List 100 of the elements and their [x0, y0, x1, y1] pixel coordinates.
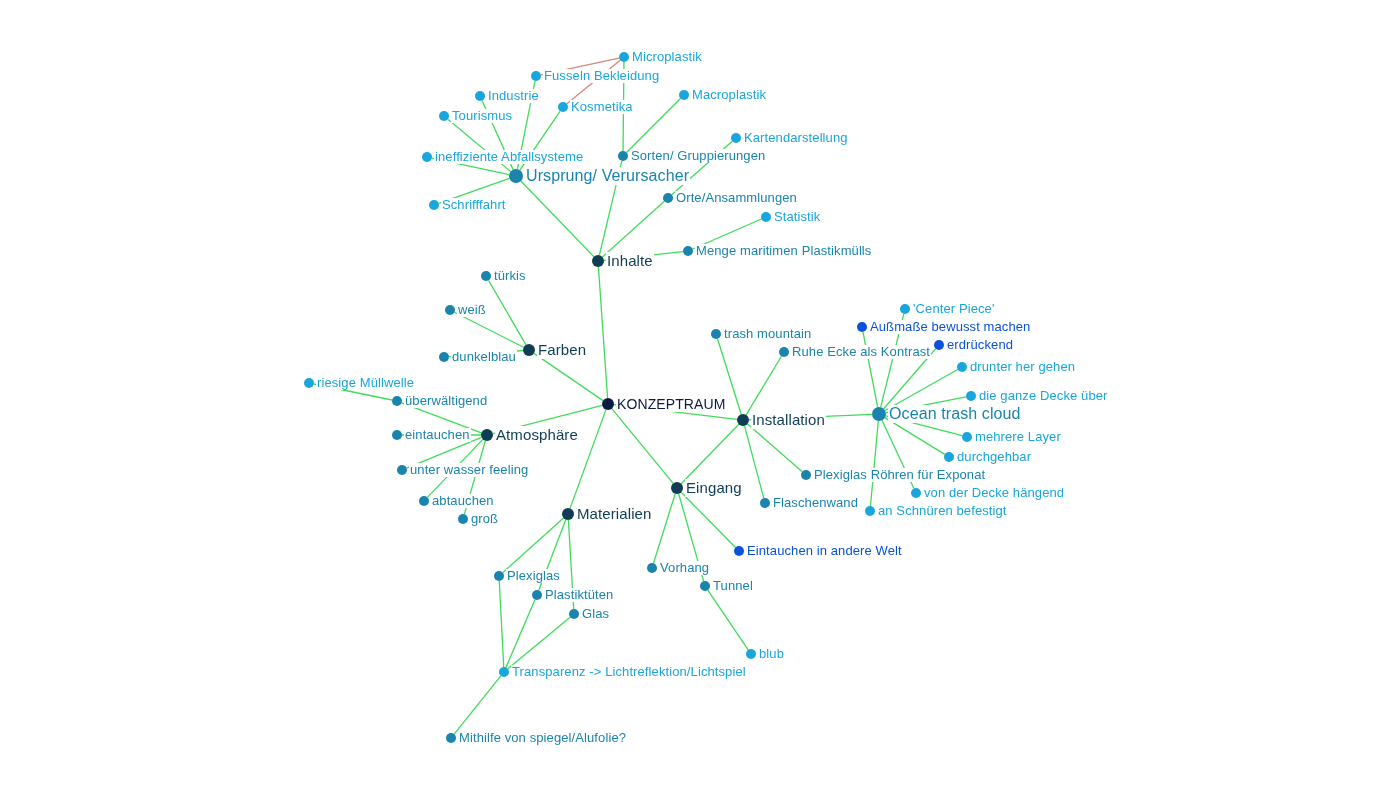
topic-dot: [647, 563, 657, 573]
topic-dot: [392, 430, 402, 440]
connector-line: [505, 598, 536, 669]
connector-line: [597, 266, 609, 399]
topic-dot: [531, 71, 541, 81]
topic-dot: [439, 352, 449, 362]
topic-dot: [683, 246, 693, 256]
topic-dot: [911, 488, 921, 498]
topic-dot: [475, 91, 485, 101]
connector-line: [520, 180, 595, 258]
topic-dot: [663, 193, 673, 203]
topic-label: Atmosphäre: [495, 426, 579, 444]
topic-dot: [446, 733, 456, 743]
topic-dot: [445, 305, 455, 315]
topic-label: Sorten/ Gruppierungen: [630, 148, 767, 164]
topic-label: Kartendarstellung: [743, 130, 849, 146]
topic-dot: [944, 452, 954, 462]
topic-dot: [481, 429, 493, 441]
connector-line: [533, 352, 604, 402]
topic-label: Microplastik: [631, 49, 703, 65]
topic-dot: [966, 391, 976, 401]
topic-label: Eingang: [685, 479, 743, 497]
topic-label: mehrere Layer: [974, 429, 1062, 445]
connector-line: [401, 402, 483, 434]
connector-line: [746, 423, 803, 473]
topic-label: Macroplastik: [691, 87, 768, 103]
topic-dot: [439, 111, 449, 121]
topic-dot: [700, 581, 710, 591]
connector-line: [507, 616, 571, 670]
topic-label: Menge maritimen Plastikmülls: [695, 243, 873, 259]
topic-label: durchgehbar: [956, 449, 1033, 465]
topic-label: Außmaße bewusst machen: [869, 319, 1032, 335]
topic-label: Farben: [537, 341, 588, 359]
topic-dot: [746, 649, 756, 659]
connector-line: [567, 519, 575, 610]
topic-label: Fusseln Bekleidung: [543, 68, 661, 84]
topic-label: ineffiziente Abfallsysteme: [434, 149, 585, 165]
connector-line: [625, 97, 682, 154]
topic-dot: [481, 271, 491, 281]
topic-dot: [392, 396, 402, 406]
topic-dot: [419, 496, 429, 506]
connector-line: [680, 491, 737, 549]
topic-label: Industrie: [487, 88, 540, 104]
topic-label: riesige Müllwelle: [316, 375, 416, 391]
topic-dot: [731, 133, 741, 143]
connector-line: [652, 493, 676, 564]
topic-label: Plastiktüten: [544, 587, 615, 603]
topic-dot: [562, 508, 574, 520]
topic-dot: [872, 407, 886, 421]
connector-line: [487, 279, 527, 346]
topic-label: Transparenz -> Lichtreflektion/Lichtspiel: [511, 664, 747, 680]
topic-dot: [779, 347, 789, 357]
connector-line: [743, 425, 765, 499]
connector-line: [601, 200, 665, 258]
topic-dot: [857, 322, 867, 332]
topic-dot: [509, 169, 523, 183]
connector-line: [405, 436, 483, 469]
connector-line: [882, 348, 937, 410]
connector-line: [745, 355, 783, 416]
topic-dot: [618, 151, 628, 161]
connector-line: [707, 589, 749, 651]
topic-dot: [734, 546, 744, 556]
connector-line: [716, 338, 742, 415]
connector-line: [884, 417, 946, 456]
topic-dot: [619, 52, 629, 62]
connector-line: [502, 517, 565, 574]
topic-dot: [429, 200, 439, 210]
connector-line: [611, 408, 674, 484]
topic-dot: [679, 90, 689, 100]
topic-label: überwältigend: [404, 393, 489, 409]
topic-dot: [737, 414, 749, 426]
topic-dot: [558, 102, 568, 112]
topic-dot: [760, 498, 770, 508]
connector-line: [680, 423, 740, 485]
topic-label: Vorhang: [659, 560, 711, 576]
topic-dot: [397, 465, 407, 475]
topic-dot: [962, 432, 972, 442]
topic-dot: [602, 398, 614, 410]
topic-label: abtauchen: [431, 493, 495, 509]
topic-dot: [458, 514, 468, 524]
topic-label: Ocean trash cloud: [888, 404, 1022, 424]
topic-label: die ganze Decke über: [978, 388, 1109, 404]
connector-line: [498, 580, 505, 668]
topic-dot: [957, 362, 967, 372]
topic-dot: [569, 609, 579, 619]
topic-label: an Schnüren befestigt: [877, 503, 1008, 519]
topic-dot: [934, 340, 944, 350]
topic-dot: [671, 482, 683, 494]
topic-label: Ursprung/ Verursacher: [525, 166, 691, 186]
connector-line: [453, 311, 525, 348]
topic-dot: [494, 571, 504, 581]
topic-label: Tourismus: [451, 108, 514, 124]
topic-dot: [761, 212, 771, 222]
topic-dot: [711, 329, 721, 339]
topic-dot: [801, 470, 811, 480]
topic-dot: [865, 506, 875, 516]
topic-label: eintauchen: [404, 427, 471, 443]
topic-dot: [532, 590, 542, 600]
topic-dot: [499, 667, 509, 677]
topic-dot: [900, 304, 910, 314]
